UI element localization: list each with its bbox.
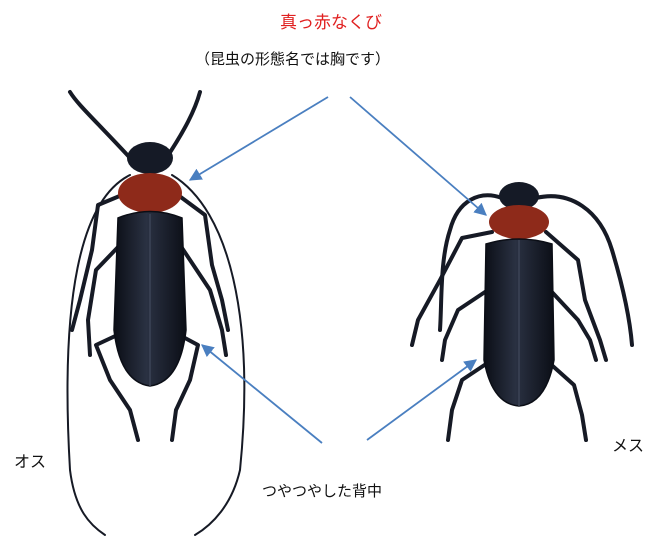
- label-glossy-back: つやつやした背中: [262, 480, 382, 501]
- female-red-neck: [489, 205, 549, 239]
- label-male: オス: [14, 448, 46, 472]
- arrow-to-female-neck: [350, 97, 486, 215]
- male-head: [127, 142, 173, 174]
- arrow-to-female-back: [367, 360, 476, 440]
- male-red-neck: [118, 173, 182, 213]
- label-female: メス: [612, 432, 644, 456]
- arrow-to-male-neck: [190, 97, 328, 180]
- arrow-to-male-back: [202, 345, 322, 443]
